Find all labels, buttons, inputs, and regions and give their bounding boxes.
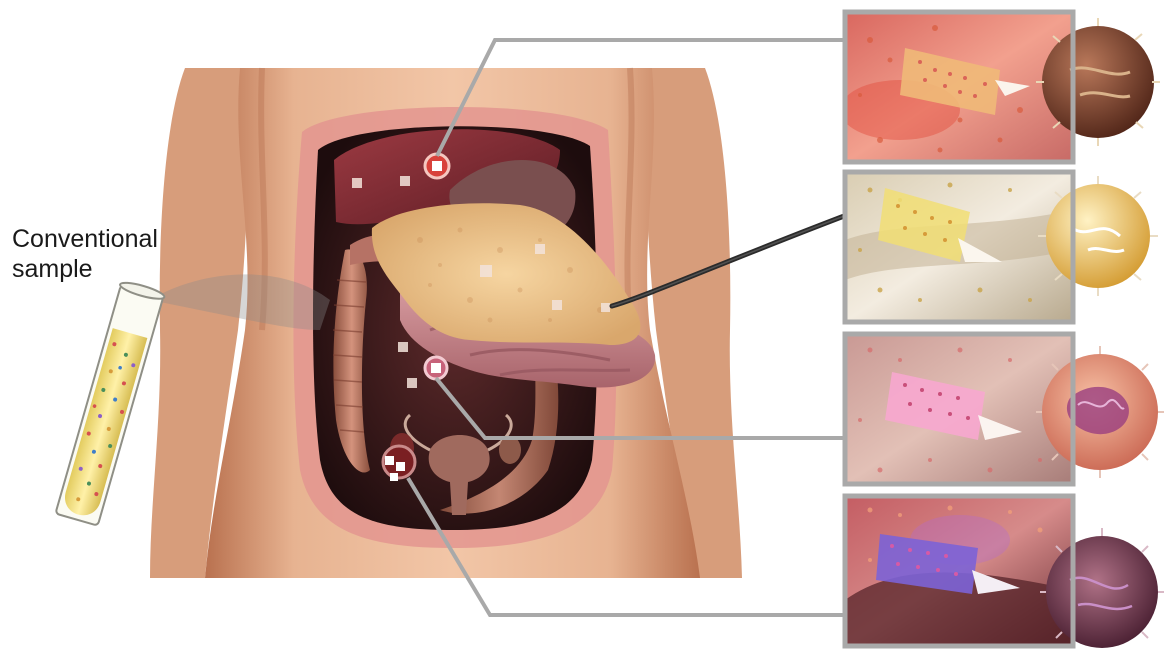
panel-2 xyxy=(845,172,1158,322)
organelle-1 xyxy=(1036,18,1160,146)
panel-4 xyxy=(845,496,1164,648)
panel-3 xyxy=(845,334,1164,484)
conventional-sample-label-line1: Conventional xyxy=(12,224,158,254)
organelle-2 xyxy=(1038,176,1158,296)
conventional-sample-label-line2: sample xyxy=(12,254,158,284)
organelle-3 xyxy=(1036,346,1164,478)
test-tube xyxy=(54,280,165,526)
abdominal-cavity xyxy=(293,107,655,548)
conventional-sample-label: Conventional sample xyxy=(12,224,158,284)
highlighted-sample-liver xyxy=(425,154,449,178)
highlighted-sample-intestine xyxy=(425,357,447,379)
panel-1 xyxy=(840,12,1160,162)
